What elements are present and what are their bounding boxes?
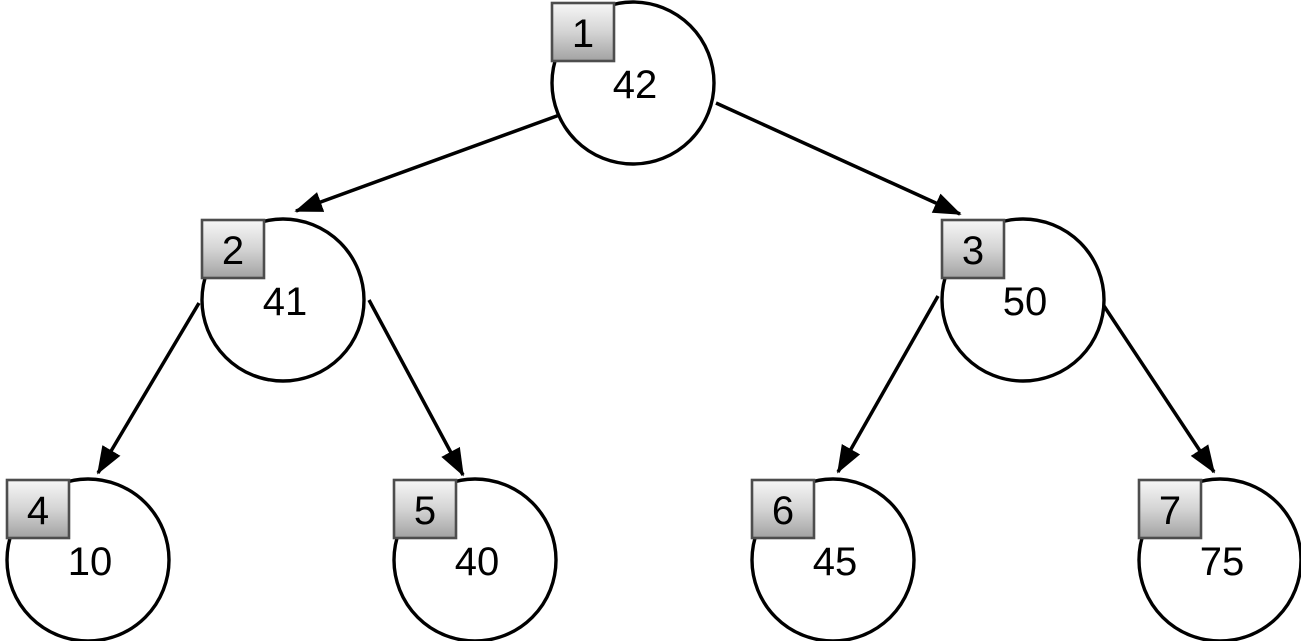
node-index-badge bbox=[940, 218, 1006, 280]
node-index-badge bbox=[750, 478, 816, 540]
node-index-label: 4 bbox=[27, 489, 49, 533]
node-value-label: 42 bbox=[613, 63, 658, 107]
node-value-label: 40 bbox=[455, 540, 500, 584]
tree-node-3: 3 50 bbox=[940, 217, 1106, 383]
tree-edge-3-6 bbox=[836, 295, 940, 474]
node-index-badge bbox=[1137, 478, 1203, 540]
node-value-label: 10 bbox=[68, 540, 113, 584]
tree-edge-2-4 bbox=[96, 302, 201, 475]
node-index-badge bbox=[5, 478, 71, 540]
tree-node-2: 2 41 bbox=[200, 217, 366, 383]
node-index-label: 7 bbox=[1159, 489, 1181, 533]
node-index-label: 1 bbox=[572, 12, 594, 56]
tree-edge-2-5 bbox=[367, 299, 465, 477]
tree-node-7: 7 75 bbox=[1137, 477, 1301, 641]
node-index-badge bbox=[392, 478, 458, 540]
node-value-label: 45 bbox=[813, 540, 858, 584]
tree-node-6: 6 45 bbox=[750, 477, 916, 641]
tree-edge-1-3 bbox=[715, 101, 962, 216]
node-index-label: 5 bbox=[414, 489, 436, 533]
node-index-label: 2 bbox=[222, 229, 244, 273]
node-value-label: 75 bbox=[1200, 540, 1245, 584]
tree-edge-1-2 bbox=[294, 111, 566, 213]
tree-node-5: 5 40 bbox=[392, 477, 558, 641]
node-index-badge bbox=[200, 218, 266, 280]
node-index-label: 3 bbox=[962, 229, 984, 273]
node-index-badge bbox=[550, 1, 616, 63]
node-value-label: 41 bbox=[263, 280, 308, 324]
tree-node-4: 4 10 bbox=[5, 477, 171, 641]
node-index-label: 6 bbox=[772, 489, 794, 533]
tree-edge-3-7 bbox=[1100, 302, 1216, 474]
tree-node-1: 1 42 bbox=[550, 0, 716, 166]
node-value-label: 50 bbox=[1003, 280, 1048, 324]
